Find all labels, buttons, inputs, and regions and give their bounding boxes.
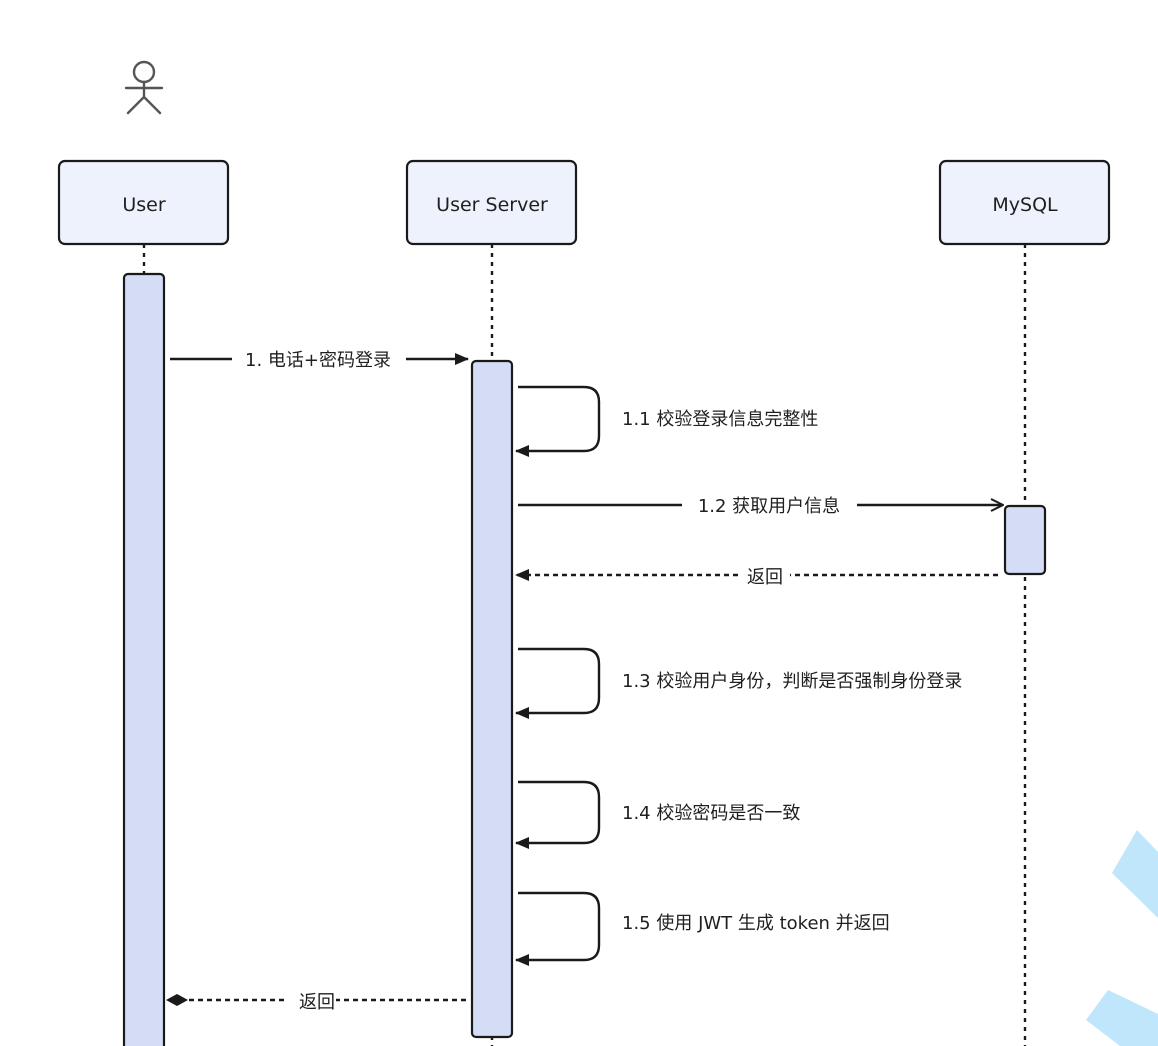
participant-label: User Server — [436, 194, 548, 216]
message-1: 1. 电话+密码登录 — [170, 350, 469, 371]
return-1-2: 返回 — [515, 567, 998, 588]
participant-mysql[interactable]: MySQL — [938, 159, 1111, 246]
participant-user-server[interactable]: User Server — [405, 159, 578, 246]
message-1-4: 1.4 校验密码是否一致 — [515, 780, 800, 849]
message-label: 1.5 使用 JWT 生成 token 并返回 — [622, 913, 890, 934]
message-label: 返回 — [747, 567, 783, 588]
participant-user[interactable]: User — [57, 159, 230, 246]
message-label: 返回 — [299, 992, 335, 1013]
message-1-5: 1.5 使用 JWT 生成 token 并返回 — [515, 891, 890, 966]
self-call-loop — [515, 780, 601, 849]
decoration-stripe-upper — [1112, 830, 1158, 918]
diamond-arrowhead-icon — [166, 994, 188, 1006]
self-call-loop — [515, 647, 601, 719]
stick-figure-icon — [124, 60, 164, 115]
self-call-loop — [515, 891, 601, 966]
message-1-1: 1.1 校验登录信息完整性 — [515, 385, 818, 457]
activation-server — [470, 359, 514, 1039]
message-label: 1.1 校验登录信息完整性 — [622, 409, 818, 430]
message-1-2: 1.2 获取用户信息 — [518, 496, 1003, 517]
return-1: 返回 — [166, 992, 466, 1013]
participant-label: MySQL — [992, 194, 1058, 216]
activation-user — [122, 272, 166, 1046]
decoration-stripes — [1086, 830, 1158, 1046]
message-label: 1. 电话+密码登录 — [245, 350, 391, 371]
decoration-stripe-lower — [1086, 990, 1158, 1046]
message-label: 1.4 校验密码是否一致 — [622, 803, 800, 824]
message-label: 1.3 校验用户身份，判断是否强制身份登录 — [622, 671, 962, 692]
message-1-3: 1.3 校验用户身份，判断是否强制身份登录 — [515, 647, 962, 719]
self-call-loop — [515, 385, 601, 457]
participant-label: User — [122, 194, 165, 216]
message-label: 1.2 获取用户信息 — [698, 496, 840, 517]
activation-mysql — [1003, 504, 1047, 576]
